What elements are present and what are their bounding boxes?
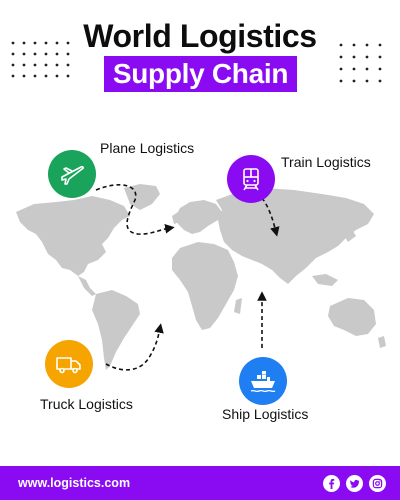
dot-grid-left xyxy=(10,40,72,80)
page-subtitle: Supply Chain xyxy=(104,56,297,92)
plane-node xyxy=(48,150,96,198)
ship-label: Ship Logistics xyxy=(222,406,309,422)
train-label: Train Logistics xyxy=(281,154,371,170)
madagascar-shape xyxy=(234,298,242,314)
truck-label: Truck Logistics xyxy=(40,396,133,412)
world-map xyxy=(16,184,386,370)
new-zealand-shape xyxy=(378,336,386,348)
footer-bar: www.logistics.com xyxy=(0,466,400,500)
north-america-shape xyxy=(16,196,130,276)
dot-grid-right xyxy=(338,42,392,86)
greenland-shape xyxy=(124,184,160,210)
plane-icon xyxy=(61,165,84,185)
page-title: World Logistics xyxy=(83,18,317,54)
ship-node xyxy=(239,357,287,405)
truck-node xyxy=(45,340,93,388)
website-link[interactable]: www.logistics.com xyxy=(18,476,131,490)
social-links xyxy=(323,474,386,492)
central-america-shape xyxy=(78,276,96,296)
ship-icon xyxy=(250,371,276,393)
asia-shape xyxy=(216,188,374,284)
facebook-icon[interactable] xyxy=(323,474,340,492)
twitter-icon[interactable] xyxy=(346,474,363,492)
plane-label: Plane Logistics xyxy=(100,140,195,156)
africa-shape xyxy=(172,242,238,330)
australia-shape xyxy=(328,298,376,336)
japan-shape xyxy=(342,226,356,242)
south-america-shape xyxy=(92,290,140,370)
train-icon xyxy=(243,168,259,191)
uk-shape xyxy=(172,212,180,224)
instagram-icon[interactable] xyxy=(369,474,386,492)
indonesia-shape xyxy=(312,274,338,286)
train-node xyxy=(227,155,275,203)
truck-icon xyxy=(56,357,81,374)
europe-shape xyxy=(176,200,222,234)
